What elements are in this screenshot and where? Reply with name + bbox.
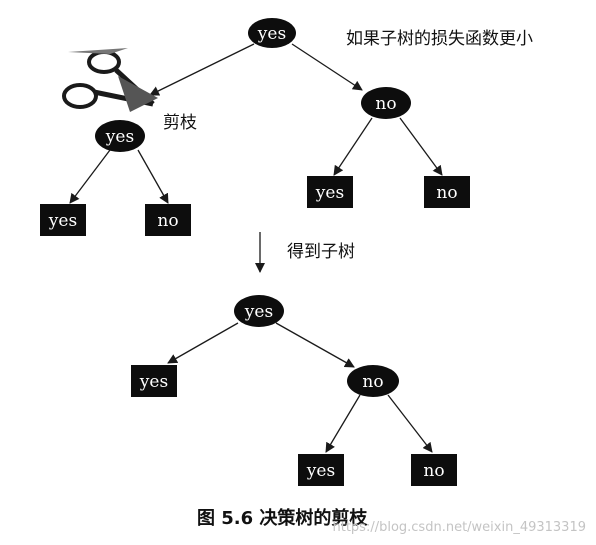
node-label: no (436, 183, 457, 203)
prune-note: 剪枝 (163, 113, 197, 133)
right-subtree-node: no (361, 87, 411, 119)
pruned-root-node: yes (234, 295, 284, 327)
transition-note: 得到子树 (287, 242, 355, 262)
right-leaf-no: no (424, 176, 470, 208)
node-label: yes (105, 127, 134, 147)
node-label: no (375, 94, 396, 114)
original-root-node: yes (248, 18, 296, 48)
watermark: https://blog.csdn.net/weixin_49313319 (332, 520, 586, 535)
edge-pruned-subtree-to-leaf-no (387, 394, 433, 453)
left-leaf-yes: yes (40, 204, 86, 236)
left-subtree-node: yes (95, 120, 145, 152)
original-tree: yes 如果子树的损失函数更小 yes 剪枝 yes no (40, 18, 533, 236)
pruned-tree: yes yes no yes no (131, 295, 457, 486)
node-label: no (423, 461, 444, 481)
edge-right-subtree-to-leaf-no (399, 117, 443, 176)
edge-root-to-right-subtree (291, 43, 363, 91)
pruned-leaf-yes-2: yes (298, 454, 344, 486)
node-label: yes (48, 211, 77, 231)
edge-right-subtree-to-leaf-yes (333, 117, 373, 176)
node-label: yes (257, 24, 286, 44)
node-label: yes (315, 183, 344, 203)
edge-pruned-subtree-to-leaf-yes (325, 394, 361, 453)
pruned-leaf-yes: yes (131, 365, 177, 397)
node-label: yes (139, 372, 168, 392)
transition: 得到子树 (255, 232, 355, 273)
left-leaf-no: no (145, 204, 191, 236)
edge-left-subtree-to-leaf-no (137, 149, 169, 204)
node-label: no (362, 372, 383, 392)
scissors-icon (62, 48, 158, 112)
edge-left-subtree-to-leaf-yes (69, 149, 111, 204)
figure-caption: 图 5.6 决策树的剪枝 (197, 507, 368, 529)
edge-root-to-left-subtree (149, 43, 255, 96)
node-label: yes (244, 302, 273, 322)
right-leaf-yes: yes (307, 176, 353, 208)
node-label: no (157, 211, 178, 231)
edge-pruned-root-to-right-subtree (275, 322, 355, 368)
pruned-leaf-no: no (411, 454, 457, 486)
root-note: 如果子树的损失函数更小 (346, 29, 533, 49)
pruned-subtree-node: no (347, 365, 399, 397)
edge-pruned-root-to-leaf-yes (167, 322, 239, 364)
node-label: yes (306, 461, 335, 481)
